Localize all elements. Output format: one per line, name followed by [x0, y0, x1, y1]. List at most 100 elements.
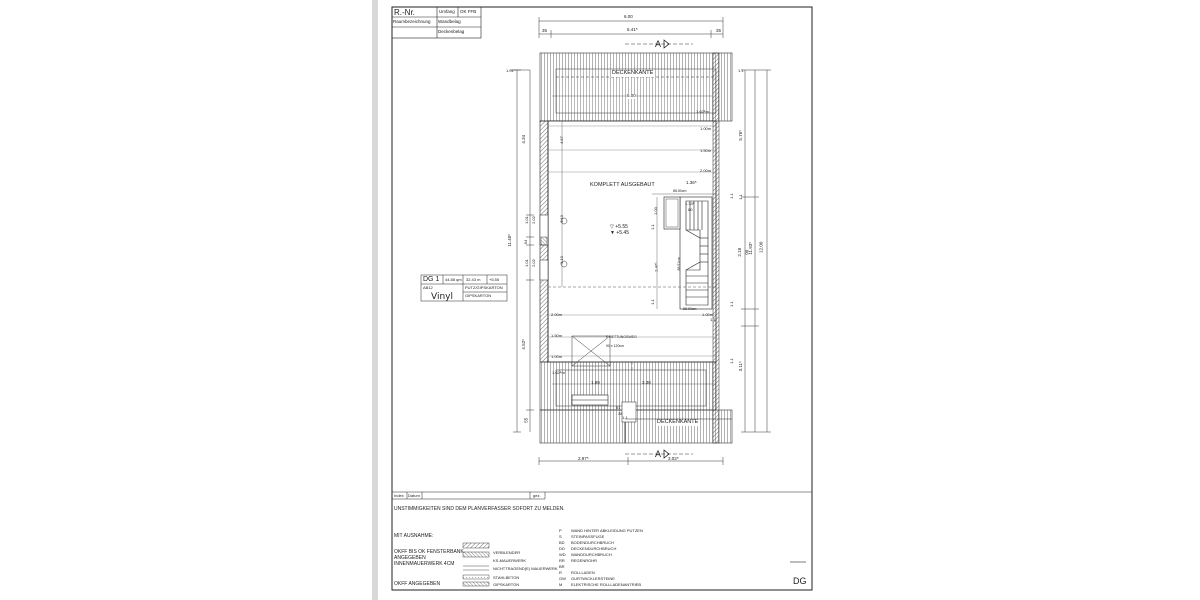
dim-left-lower: 4.52⁵ — [521, 338, 527, 350]
dim-left-bottom: 55 — [523, 417, 529, 423]
deckenkante-bottom: DECKENKANTE — [656, 419, 700, 426]
dim-eave-bottom: 1.62⁵m — [552, 370, 565, 375]
right-dimensions — [741, 69, 771, 433]
title-umfang: Umfang — [439, 9, 455, 14]
legend-text-s: STEINPASSFUGE — [571, 534, 605, 539]
height-7: 1.00m — [702, 312, 714, 317]
dim-right-upper: 5.76⁵ — [738, 129, 744, 141]
plan-komplett-ausgebaut: KOMPLETT AUSGEBAUT — [590, 182, 655, 188]
chimney — [663, 196, 681, 230]
dim-stair-b: 80 — [688, 207, 693, 212]
legend-code-br: BR — [559, 564, 565, 569]
dim-left-c: 94 — [523, 239, 529, 245]
revision-gez: gez. — [533, 493, 541, 498]
title-raumbezeichnung: Raumbezeichnung — [393, 19, 431, 24]
legend-text-wd: WANDDURCHBRUCH — [571, 552, 612, 557]
height-3: 2.00m — [700, 168, 712, 173]
height-5: 1.50m — [551, 333, 563, 338]
room-stamp — [420, 274, 508, 302]
legend-code-gw: GW — [559, 576, 566, 581]
dim-top-mid: 5.41⁵ — [627, 27, 638, 32]
dim-inner-b: 1.13 — [558, 215, 564, 223]
section-label-bottom: A — [655, 449, 662, 459]
dim-top-left-small: 35 — [542, 28, 548, 33]
window-note: 90 x 120cm — [606, 344, 625, 348]
legend-text-r: ROLLLADEN — [571, 570, 595, 575]
plan-level-2: ▼ +5.45 — [610, 230, 629, 236]
height-1: 1.00m — [700, 126, 712, 131]
top-dimensions — [538, 17, 724, 38]
stair — [679, 196, 713, 310]
legend-code-wd: WD — [559, 552, 566, 557]
dim-stair-i: 1.1 — [728, 358, 734, 364]
stair-note-top: 88.50cm — [673, 189, 687, 193]
dim-stair-top: 1.36⁵ — [686, 180, 697, 185]
dim-inner-a: 4.57 — [558, 136, 564, 144]
stair-note-side: 88.51cm — [676, 257, 681, 271]
height-6: 1.00m — [551, 354, 563, 359]
plan-level-1: ▽ +5.55 — [610, 224, 628, 230]
dim-left-e: 2.02 — [530, 259, 536, 267]
height-lines — [548, 125, 716, 357]
note-okff-2: ANGEGEBEN — [394, 555, 426, 561]
note-okff-3: INNENMAUERWERK 4CM — [394, 561, 455, 567]
dim-stair-c: 1.00 — [652, 207, 658, 215]
stair-note-bottom: 88.90cm — [683, 307, 697, 311]
title-block-lines — [391, 6, 482, 39]
legend-text-rr: REGENROHR — [571, 558, 598, 563]
dim-small-2: 1.1 — [737, 194, 743, 200]
legend-code-s: S — [559, 534, 562, 539]
dim-bottom-right: 3.02⁵ — [668, 456, 679, 461]
dim-inner-top-width: 5.00 — [627, 93, 636, 99]
exit-note: F RETTUNGSWEG — [606, 335, 637, 339]
sheet-shadow — [372, 0, 378, 600]
dim-small-1: 1.1 — [738, 68, 744, 73]
section-marker-bottom — [625, 449, 693, 459]
dim-stair-e: 1.1 — [649, 299, 655, 305]
legend-material-5: GIPSKARTON — [493, 582, 520, 587]
room-level: +5.55 — [489, 277, 500, 282]
dim-left-f: 1.01 — [506, 68, 514, 73]
room-perimeter: 32.43 m — [466, 277, 481, 282]
dim-left-total: 11.40⁵ — [507, 233, 513, 247]
section-marker-top — [625, 39, 693, 49]
dim-bottom-left: 2.97⁵ — [578, 456, 589, 461]
room-floor-handwritten: Vinyl — [431, 292, 453, 302]
dim-inner-d: 2.47⁵ — [653, 262, 659, 272]
dim-left-d: 1.01 — [523, 259, 529, 267]
revision-datum: Datum — [408, 493, 420, 498]
legend-material-3: NICHTTRAGEND(E) MAUERWERK — [493, 566, 558, 571]
legend-text-p: WAND HINTER ABKLEIDUNG PUTZEN — [571, 528, 643, 533]
material-swatches — [462, 542, 490, 587]
dim-inner-bottom-right: 3.38 — [642, 380, 651, 385]
dim-stair-a: 1.33⁵ — [685, 201, 695, 206]
room-id: DG 1 — [423, 276, 440, 283]
title-ok-ffb: OK FFB — [460, 9, 477, 14]
legend-code-p: P — [559, 528, 562, 533]
legend-code-bd: BD — [559, 540, 565, 545]
dim-inner-c: 1.13 — [558, 256, 564, 264]
dim-top-right-small: 35 — [716, 28, 722, 33]
revision-index: Index — [394, 493, 404, 498]
dim-left-a: 1.01 — [523, 216, 529, 224]
title-wandbelag: Wandbelag — [438, 19, 461, 24]
legend-text-bd: BODENDURCHBRUCH — [571, 540, 614, 545]
note-unstimmig: UNSTIMMIGKEITEN SIND DEM PLANVERFASSER S… — [394, 506, 565, 512]
section-label-top: A — [655, 39, 662, 49]
dim-stair-d: 1.1 — [649, 224, 655, 230]
height-4: 2.00m — [551, 312, 563, 317]
note-okff-angegeben: OKFF ANGEGEBEN — [394, 581, 441, 587]
dim-top-total: 6.00 — [624, 14, 633, 19]
dim-small-4: 38 — [618, 411, 623, 416]
title-rnr: R.-Nr. — [394, 8, 415, 17]
dim-right-lower: 3.11⁵ — [737, 361, 743, 372]
plan-sheet: R.-Nr. Umfang OK FFB Raumbezeichnung Wan… — [378, 0, 813, 600]
bottom-dimensions — [538, 457, 724, 465]
dim-inner-bottom-left: 1.89 — [591, 380, 600, 385]
sheet-frame — [391, 6, 813, 591]
dim-left-upper: 4.34 — [521, 134, 527, 144]
dim-right-overall: 12.00 — [758, 241, 764, 253]
dim-stair-f: 1.1 — [728, 193, 734, 199]
room-ceiling: GIPSKARTON — [465, 293, 492, 298]
deckenkante-top: DECKENKANTE — [611, 70, 655, 77]
